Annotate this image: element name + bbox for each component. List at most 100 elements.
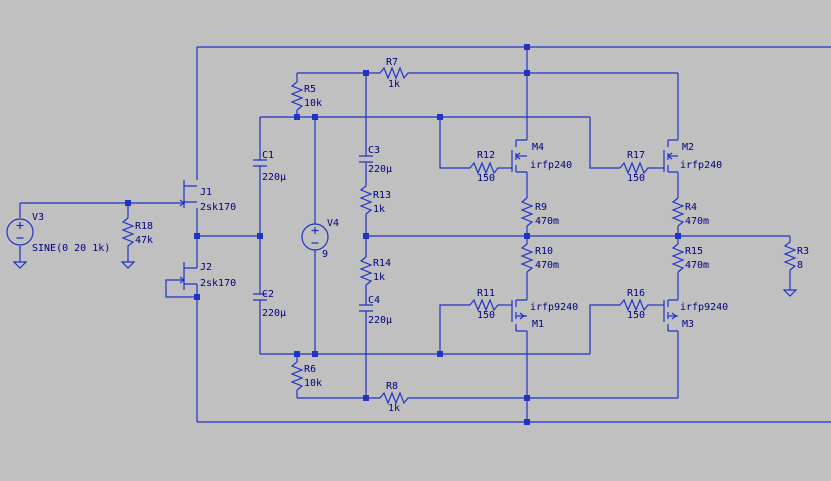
component-label: R17 (627, 150, 645, 161)
component-label: R9 (535, 202, 547, 213)
resistor-icon (359, 256, 373, 286)
r9-resistor: R9 470m (520, 197, 559, 227)
r12-resistor: R12 150 (469, 150, 500, 184)
ground-icon (12, 261, 28, 269)
component-label: J2 (200, 262, 212, 273)
component-value: 9 (322, 249, 328, 260)
r18-resistor: R18 47k (121, 217, 153, 250)
r16-resistor: R16 150 (619, 288, 650, 321)
m4-mosfet: M4 irfp240 (511, 139, 572, 173)
resistor-icon (520, 197, 534, 227)
wires (19, 46, 831, 423)
component-label: R8 (386, 381, 398, 392)
r10-resistor: R10 470m (520, 243, 559, 273)
pmos-icon (663, 299, 678, 332)
v4-source: V4 9 (301, 218, 339, 260)
capacitor-icon (253, 293, 267, 301)
component-value: 220µ (262, 308, 286, 319)
component-value: 1k (388, 403, 400, 414)
component-value: 220µ (368, 164, 392, 175)
ground-icon (782, 289, 798, 297)
component-value: 10k (304, 98, 322, 109)
resistor-icon (619, 161, 650, 175)
r14-resistor: R14 1k (359, 256, 391, 286)
component-value: 150 (477, 310, 495, 321)
resistor-icon (359, 185, 373, 215)
component-label: R5 (304, 84, 316, 95)
component-label: M2 (682, 142, 694, 153)
resistor-icon (469, 161, 500, 175)
resistor-icon (671, 197, 685, 227)
component-value: 10k (304, 378, 322, 389)
component-value: 1k (373, 204, 385, 215)
component-value: irfp9240 (530, 302, 578, 313)
component-label: M1 (532, 319, 544, 330)
capacitor-icon (359, 304, 373, 312)
ground-icon (120, 261, 136, 269)
component-value: irfp240 (680, 160, 722, 171)
resistor-icon (783, 241, 797, 271)
component-label: R4 (685, 202, 697, 213)
component-label: R12 (477, 150, 495, 161)
r15-resistor: R15 470m (671, 243, 709, 273)
r8-resistor: R8 1k (379, 381, 410, 414)
resistor-icon (671, 243, 685, 273)
jfet-icon (180, 180, 197, 208)
resistor-icon (619, 298, 650, 312)
component-value: 150 (627, 310, 645, 321)
r11-resistor: R11 150 (469, 288, 500, 321)
component-value: 150 (477, 173, 495, 184)
junction-dots (125, 44, 681, 425)
ground-symbols (12, 261, 798, 297)
j1-jfet: J1 2sk170 (179, 180, 236, 213)
component-label: R10 (535, 246, 553, 257)
nmos-icon (663, 139, 678, 173)
component-value: 220µ (262, 172, 286, 183)
component-label: M3 (682, 319, 694, 330)
component-label: R15 (685, 246, 703, 257)
v3-source: V3 SINE(0 20 1k) (6, 212, 110, 254)
capacitor-icon (359, 155, 373, 163)
c2-capacitor: C2 220µ (253, 289, 286, 319)
component-label: M4 (532, 142, 544, 153)
component-value: 1k (373, 272, 385, 283)
component-label: C4 (368, 295, 380, 306)
component-value: SINE(0 20 1k) (32, 243, 110, 254)
component-value: 220µ (368, 315, 392, 326)
resistor-icon (520, 243, 534, 273)
resistor-icon (379, 391, 410, 405)
component-value: 47k (135, 235, 153, 246)
pmos-icon (511, 299, 527, 332)
c3-capacitor: C3 220µ (359, 145, 392, 175)
c1-capacitor: C1 220µ (253, 150, 286, 183)
capacitor-icon (253, 159, 267, 167)
component-value: irfp9240 (680, 302, 728, 313)
c4-capacitor: C4 220µ (359, 295, 392, 326)
component-value: 470m (685, 260, 709, 271)
component-value: 2sk170 (200, 278, 236, 289)
component-label: R6 (304, 364, 316, 375)
r13-resistor: R13 1k (359, 185, 391, 215)
dc-source-icon (301, 223, 329, 251)
r17-resistor: R17 150 (619, 150, 650, 184)
component-value: 150 (627, 173, 645, 184)
resistor-icon (469, 298, 500, 312)
component-label: R13 (373, 190, 391, 201)
r4-resistor: R4 470m (671, 197, 709, 227)
ac-source-icon (6, 218, 34, 246)
component-value: irfp240 (530, 160, 572, 171)
component-value: 470m (685, 216, 709, 227)
component-label: R16 (627, 288, 645, 299)
component-value: 470m (535, 216, 559, 227)
component-label: R11 (477, 288, 495, 299)
component-label: C2 (262, 289, 274, 300)
component-label: C1 (262, 150, 274, 161)
component-value: 1k (388, 79, 400, 90)
resistor-icon (290, 361, 304, 391)
resistor-icon (290, 81, 304, 111)
resistor-icon (379, 66, 410, 80)
j2-jfet: J2 2sk170 (179, 262, 236, 297)
r6-resistor: R6 10k (290, 361, 322, 391)
component-value: 470m (535, 260, 559, 271)
